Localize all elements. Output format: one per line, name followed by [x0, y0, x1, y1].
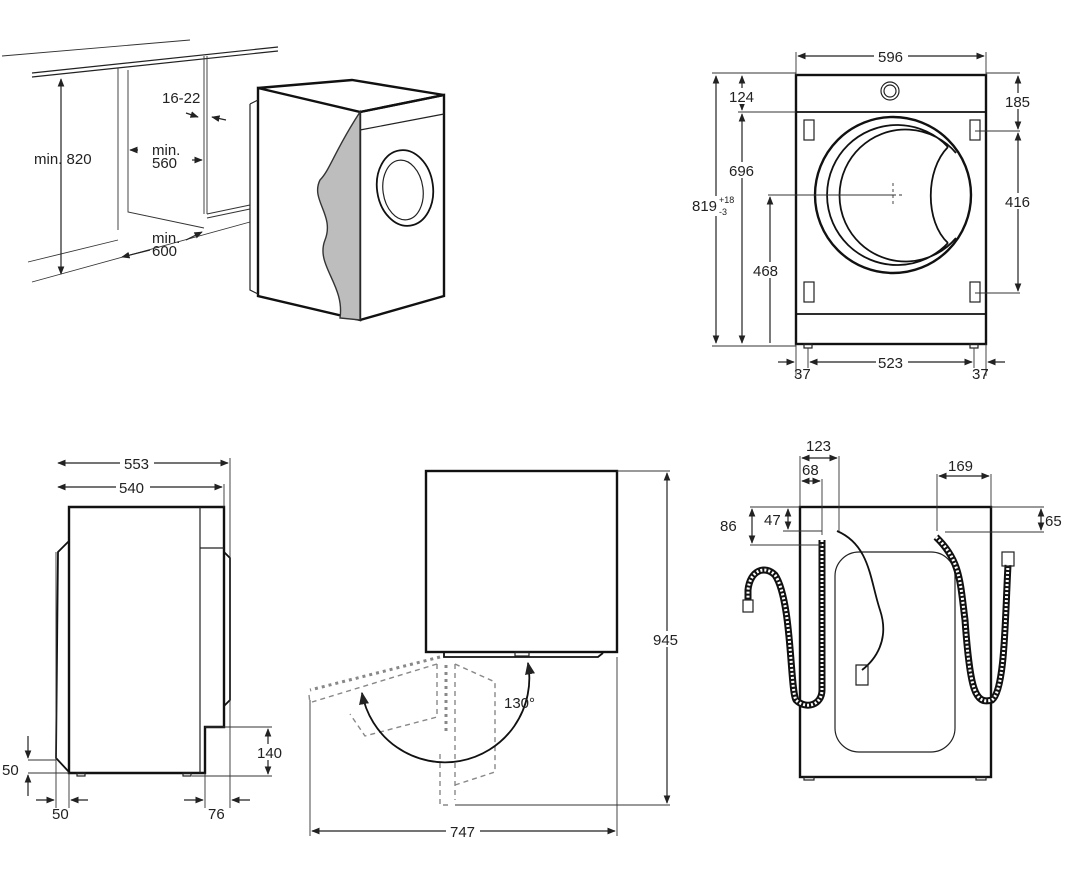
countertop — [31, 46, 279, 78]
label-bottom-offset-vertical: 50 — [2, 762, 19, 779]
rear-extension-lines — [750, 456, 1044, 546]
label-drain-height: 86 — [720, 518, 737, 535]
niche-view: min. 820 16-22 min. 560 min. 600 — [1, 39, 446, 322]
label-main-height: 696 — [729, 163, 754, 180]
hinge-tr — [969, 119, 981, 141]
label-foot-left: 37 — [794, 366, 811, 383]
drain-hose-end — [742, 599, 754, 613]
label-niche-height: min. 820 — [34, 151, 92, 168]
label-hinge-spacing: 416 — [1005, 194, 1030, 211]
side-view: 553 540 50 50 76 140 — [2, 455, 284, 823]
label-total-depth: 553 — [124, 456, 149, 473]
label-cable-height: 47 — [764, 512, 781, 529]
label-inlet-right-offset: 169 — [948, 458, 973, 475]
top-door-open-edge — [309, 655, 441, 692]
top-body — [424, 469, 619, 654]
label-top-panel: 124 — [729, 89, 754, 106]
hinge-tl — [803, 119, 815, 141]
side-rear-panel — [199, 507, 224, 773]
label-rear-recess-depth: 76 — [208, 806, 225, 823]
decor-panel — [317, 109, 361, 321]
label-hinge-top: 185 — [1005, 94, 1030, 111]
side-body — [67, 505, 226, 775]
top-extension-lines — [309, 470, 670, 836]
label-foot-right: 37 — [972, 366, 989, 383]
label-niche-width-1: min. — [152, 142, 180, 159]
front-view: 596 124 696 819 +18 -3 468 185 416 523 3… — [692, 47, 1034, 383]
panel-edge — [249, 99, 259, 295]
label-drain-offset: 68 — [802, 462, 819, 479]
hinge-br — [969, 281, 981, 303]
top-door-closed — [443, 652, 604, 658]
label-door-angle: 130° — [504, 695, 535, 712]
machine-door — [375, 149, 435, 227]
label-panel-gap: 16-22 — [162, 90, 200, 107]
label-inlet-right-height: 65 — [1045, 513, 1062, 530]
drain-hose — [744, 540, 826, 709]
label-niche-depth-1: min. — [152, 230, 180, 247]
label-rear-recess-height: 140 — [257, 745, 282, 762]
machine-top — [257, 78, 445, 114]
door-angle-arc — [359, 661, 535, 764]
label-width-door-open: 747 — [450, 824, 475, 841]
rear-view: 123 68 169 86 47 65 — [720, 438, 1062, 781]
inlet-hose — [933, 534, 1012, 705]
cabinet-sides — [117, 56, 208, 230]
dim-depth-left — [121, 249, 151, 259]
side-foot-front — [76, 772, 86, 777]
top-panel-wavy — [308, 694, 452, 806]
label-inlet-offset: 123 — [806, 438, 831, 455]
dim-gap-right — [211, 115, 227, 122]
side-foot-rear — [182, 772, 192, 777]
top-view: 945 747 130° — [308, 469, 684, 841]
machine-perspective — [249, 78, 446, 322]
rear-body — [798, 505, 993, 779]
control-strip — [359, 113, 445, 131]
dim-depth-right — [185, 231, 203, 241]
label-tolerance-lower: -3 — [719, 207, 727, 217]
inlet-hose-connector — [1001, 551, 1015, 567]
machine-front — [359, 93, 446, 322]
label-door-center: 468 — [753, 263, 778, 280]
label-feet-spacing: 523 — [878, 355, 903, 372]
label-total-height: 819 — [692, 198, 717, 215]
label-bottom-offset-front: 50 — [52, 806, 69, 823]
countertop-back-edge — [1, 39, 191, 57]
power-plug — [855, 664, 869, 686]
hinge-bl — [803, 281, 815, 303]
front-door-handle — [929, 146, 949, 244]
rear-service-panel — [834, 551, 956, 753]
side-extension-lines — [28, 458, 272, 808]
label-body-depth: 540 — [119, 480, 144, 497]
dim-gap-left — [185, 111, 199, 118]
power-cable — [836, 530, 885, 671]
front-body — [794, 73, 988, 346]
side-door-bulge — [55, 540, 70, 773]
front-knob — [880, 81, 900, 101]
label-tolerance-upper: +18 — [719, 195, 734, 205]
label-niche-depth-2: 600 — [152, 243, 177, 260]
label-niche-width-2: 560 — [152, 155, 177, 172]
front-extension-lines — [712, 52, 1020, 376]
label-front-width: 596 — [878, 49, 903, 66]
machine-door-glass — [382, 159, 424, 221]
label-depth-door-open: 945 — [653, 632, 678, 649]
niche-back — [127, 70, 251, 229]
top-door-open-outline — [311, 663, 496, 800]
